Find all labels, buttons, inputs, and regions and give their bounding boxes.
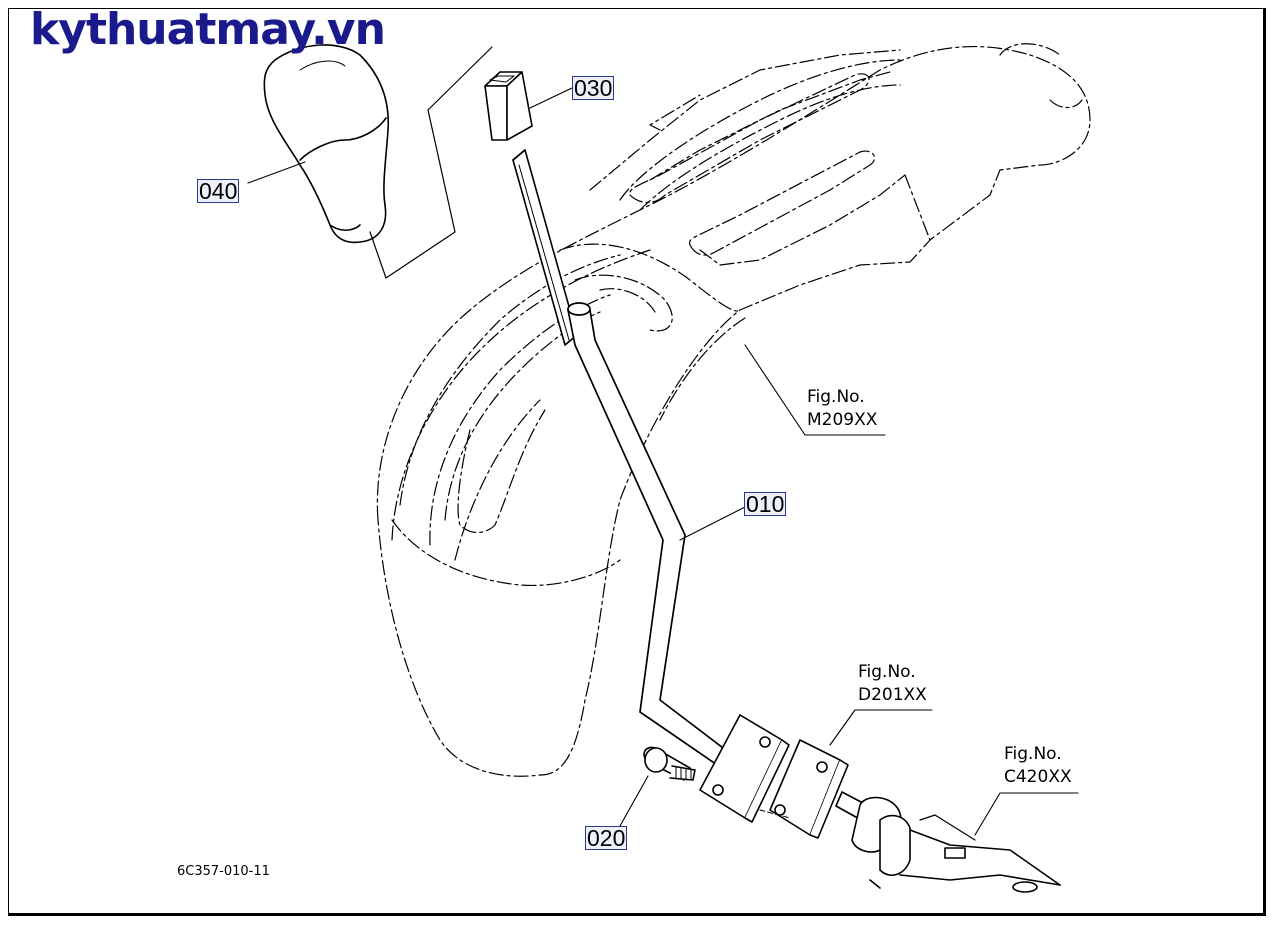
figure-ref-c420[interactable]: Fig.No. C420XX — [1004, 743, 1072, 789]
figure-ref-d201[interactable]: Fig.No. D201XX — [858, 661, 927, 707]
figure-ref-c420-label: Fig.No. — [1004, 744, 1062, 764]
bracket-plate — [699, 714, 790, 823]
bolt-020 — [643, 746, 696, 781]
diagram-id: 6C357-010-11 — [177, 864, 270, 879]
callout-010[interactable]: 010 — [744, 491, 787, 517]
callout-030[interactable]: 030 — [572, 75, 615, 101]
figure-ref-leaders — [744, 344, 1079, 836]
coupling-block — [759, 739, 849, 839]
lever-010-leader — [679, 506, 746, 541]
callout-040[interactable]: 040 — [197, 178, 240, 204]
figure-ref-c420-number: C420XX — [1004, 767, 1072, 787]
watermark: kythuatmay.vn — [30, 4, 386, 55]
fender-outline — [376, 43, 1091, 777]
knob-040-leader — [247, 161, 306, 184]
knob-040 — [263, 44, 390, 244]
shaft-assembly — [835, 791, 1061, 893]
figure-ref-d201-number: D201XX — [858, 685, 927, 705]
figure-ref-d201-label: Fig.No. — [858, 662, 916, 682]
drawing-frame — [8, 8, 1266, 916]
lever-rod-010 — [567, 302, 758, 787]
figure-ref-m209[interactable]: Fig.No. M209XX — [807, 386, 877, 432]
bolt-020-leader — [619, 775, 649, 827]
figure-ref-m209-label: Fig.No. — [807, 387, 865, 407]
figure-ref-m209-number: M209XX — [807, 410, 878, 430]
callout-020[interactable]: 020 — [585, 825, 628, 851]
knob-bracket-lines — [369, 46, 493, 279]
cap-030-leader — [529, 87, 573, 109]
cap-030 — [484, 71, 533, 141]
